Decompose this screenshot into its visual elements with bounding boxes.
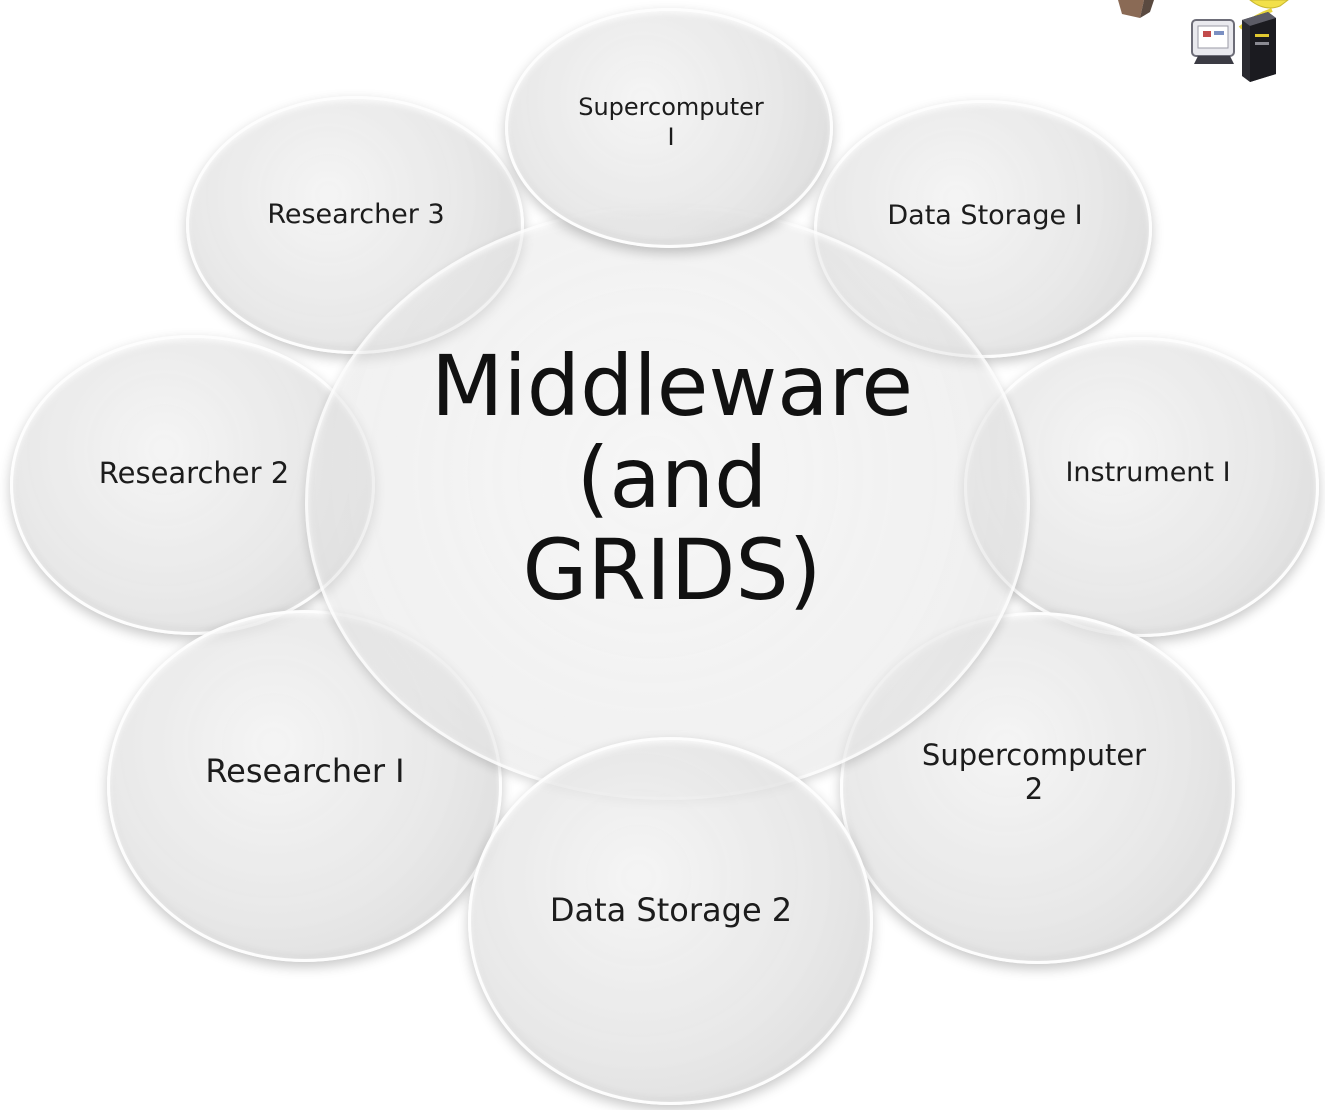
- node-label-researcher-3: Researcher 3: [267, 199, 445, 230]
- node-label-researcher-1: Researcher I: [205, 752, 405, 790]
- node-label-researcher-2: Researcher 2: [98, 456, 290, 490]
- node-label-instrument-1: Instrument I: [1065, 457, 1231, 488]
- computer-clipart-icon: [1118, 0, 1289, 82]
- node-circle-supercomputer-1: [505, 8, 833, 248]
- node-label-supercomputer-2: Supercomputer 2: [921, 738, 1147, 806]
- middleware-title: Middleware (and GRIDS): [430, 337, 914, 619]
- middleware-center-circle: [305, 205, 1030, 800]
- node-label-supercomputer-1: Supercomputer I: [578, 93, 764, 151]
- node-label-data-storage-1: Data Storage I: [887, 200, 1083, 231]
- node-label-data-storage-2: Data Storage 2: [549, 891, 793, 929]
- node-circle-data-storage-2: [468, 737, 873, 1105]
